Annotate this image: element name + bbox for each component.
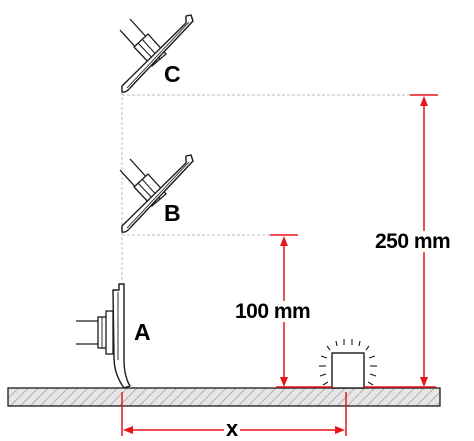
dimension-250-arrow-down: [420, 377, 428, 387]
dimension-label-250mm: 250 mm: [373, 230, 453, 253]
dimension-label-x: x: [224, 416, 240, 441]
position-label-c: C: [164, 61, 181, 87]
dimension-label-100mm: 100 mm: [233, 300, 313, 323]
dimension-250-arrow-up: [420, 96, 428, 106]
sander-position-b: [119, 154, 194, 233]
dimension-x-arrow-left: [123, 426, 133, 434]
dimension-100-arrow-up: [280, 236, 288, 246]
position-label-b: B: [164, 200, 181, 226]
ground-surface: [7, 387, 441, 407]
dimension-100-arrow-down: [280, 377, 288, 387]
dimension-x-arrow-right: [335, 426, 345, 434]
sander-position-a: [76, 283, 131, 389]
dimension-lines: [121, 94, 438, 436]
sander-position-c: [119, 14, 194, 93]
position-label-a: A: [134, 319, 151, 345]
guide-lines: [121, 92, 424, 282]
sensor-rays-icon: [319, 339, 377, 386]
sensor-box: [319, 339, 377, 389]
